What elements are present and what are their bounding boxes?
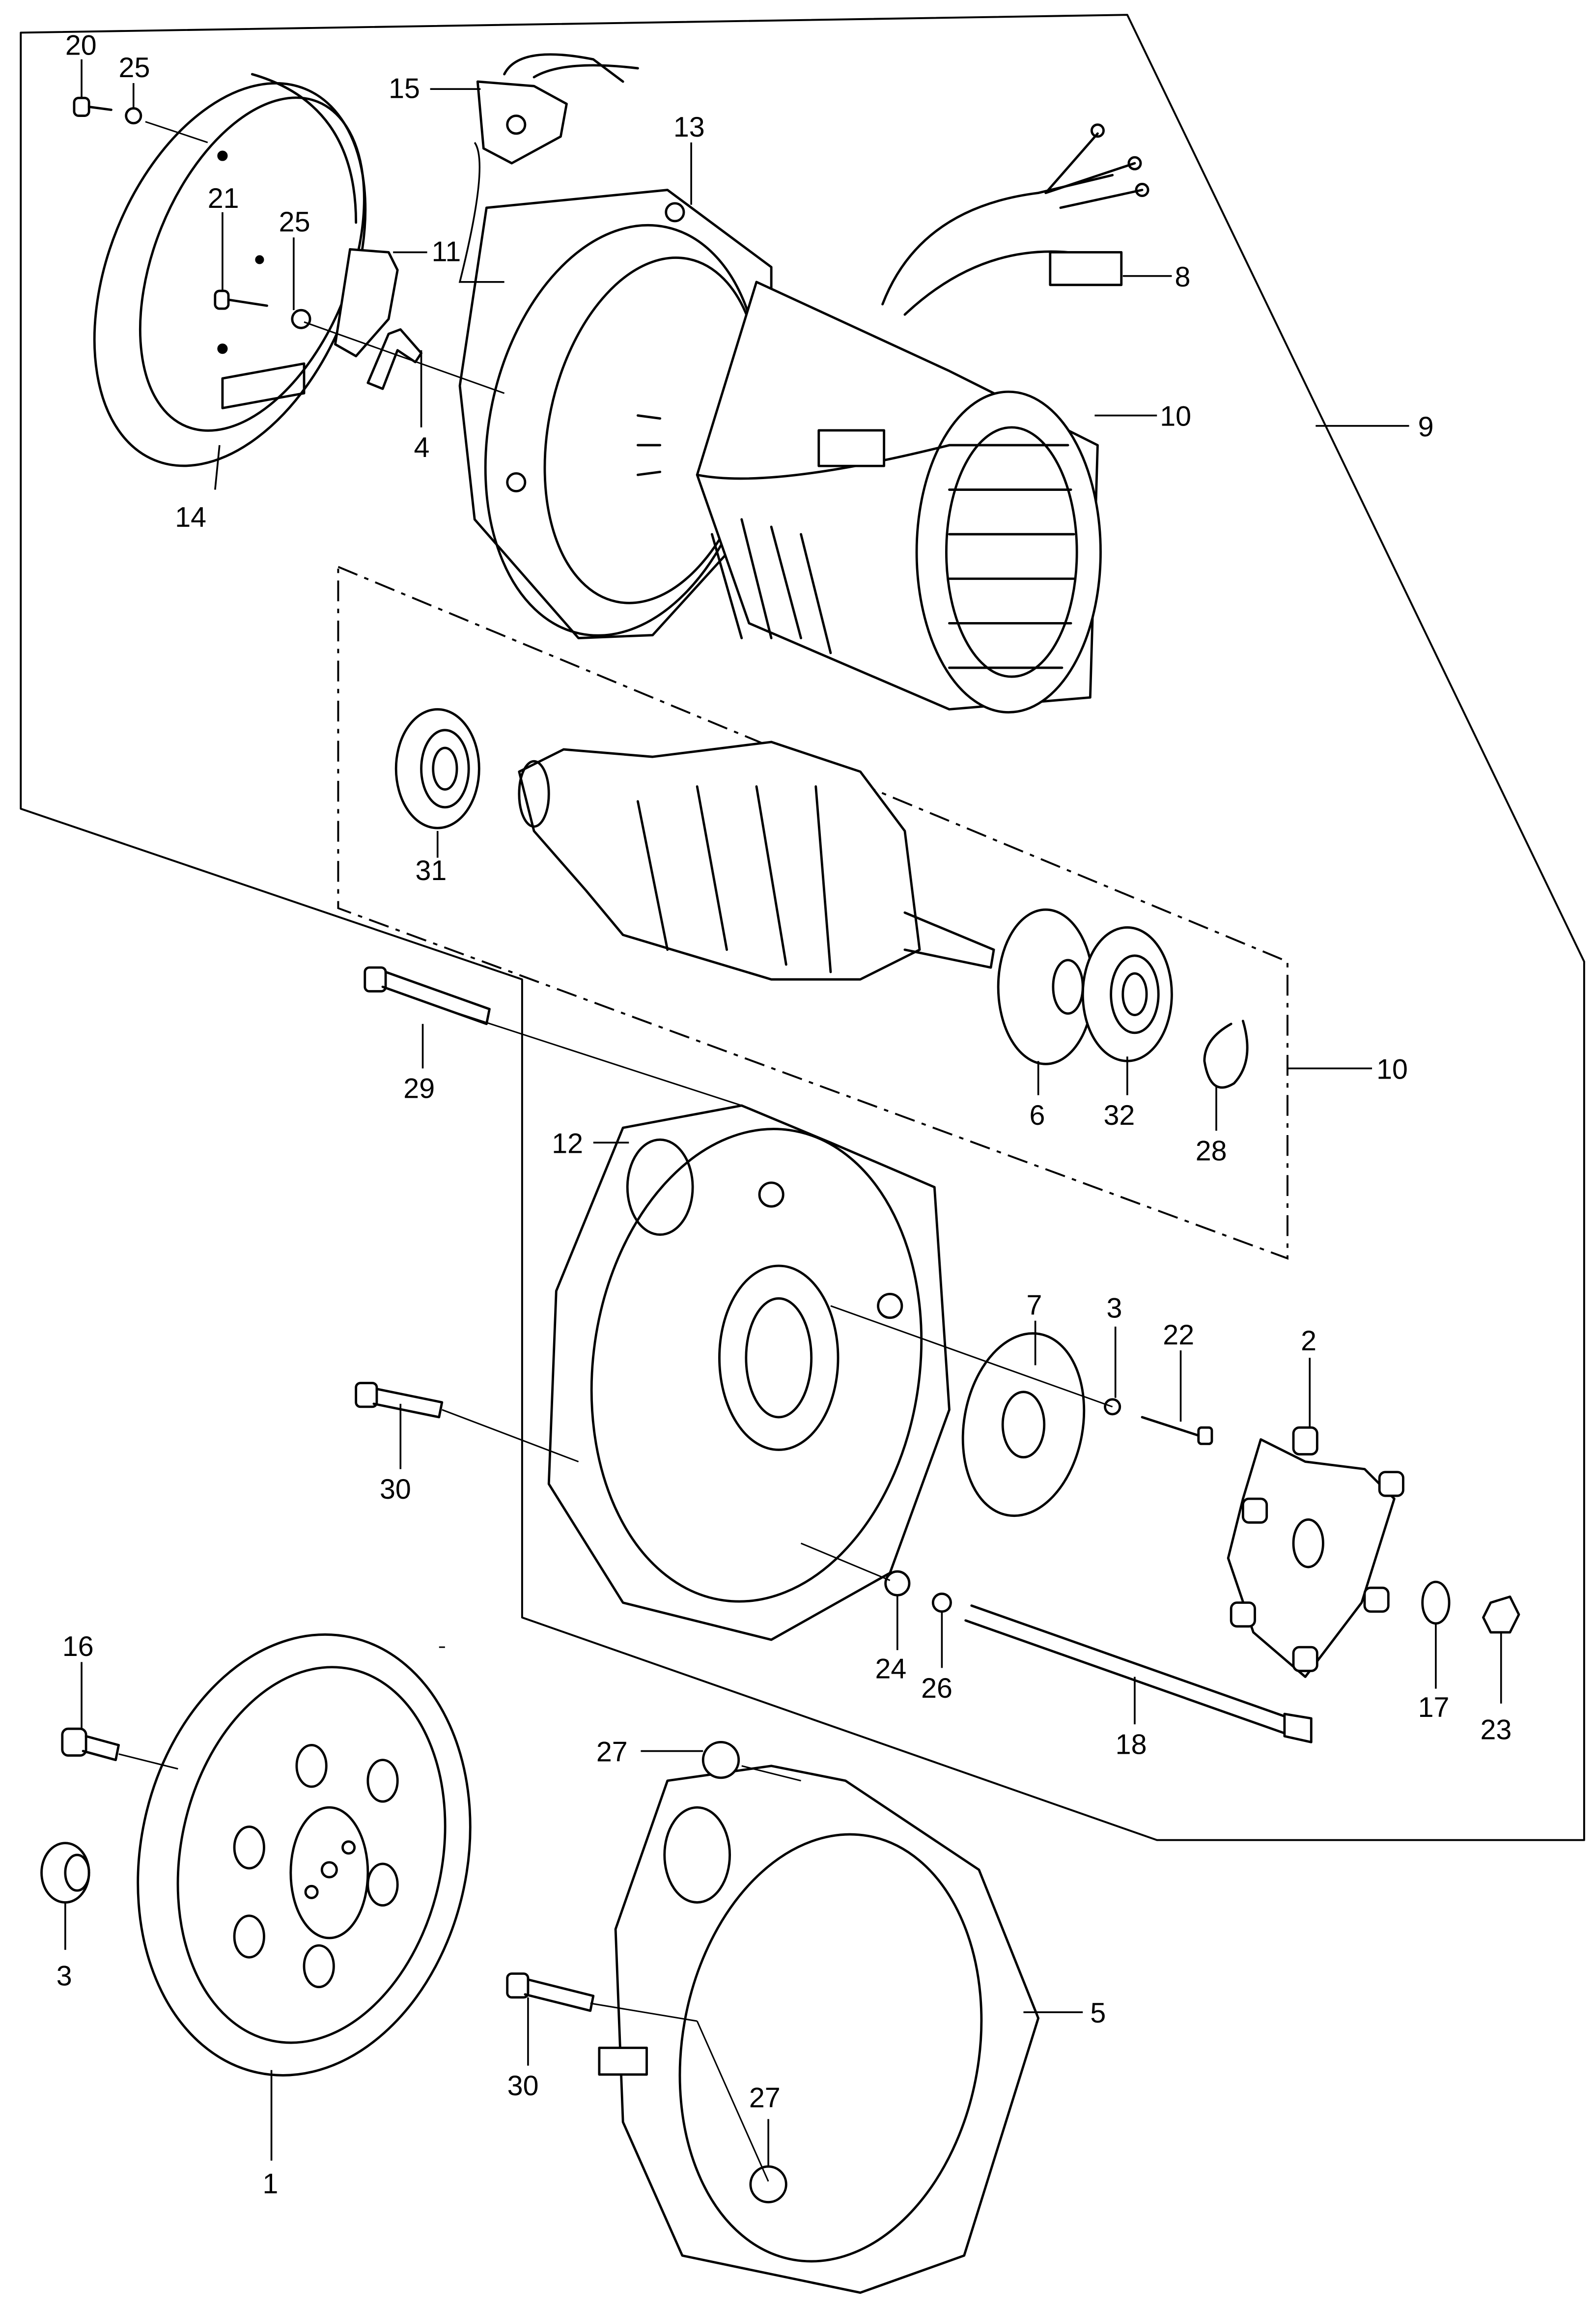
callout-label: 31 bbox=[415, 855, 447, 886]
callout-label: 23 bbox=[1480, 1714, 1512, 1745]
callout-label: 29 bbox=[403, 1073, 435, 1105]
fan-cover-4 bbox=[598, 1765, 1040, 2294]
callout-label: 28 bbox=[1196, 1136, 1227, 1167]
bolt-29 bbox=[364, 966, 491, 1026]
bolt-22 bbox=[1141, 1416, 1213, 1445]
callout-label: 1 bbox=[262, 2168, 278, 2199]
callout-label: 18 bbox=[1116, 1729, 1147, 1761]
callout-label: 12 bbox=[552, 1128, 583, 1159]
callout-label: 11 bbox=[432, 236, 461, 268]
callout-label: 6 bbox=[1030, 1100, 1045, 1131]
washer-25-mid bbox=[291, 309, 311, 329]
callout-label: 27 bbox=[749, 2082, 781, 2113]
washer-24 bbox=[884, 1570, 911, 1596]
washer-3-upper bbox=[1104, 1398, 1121, 1416]
through-bolt-19 bbox=[964, 1604, 1313, 1743]
callout-label: 30 bbox=[507, 2070, 539, 2102]
bearing-plate-6 bbox=[997, 908, 1094, 1065]
callout-label: 32 bbox=[1104, 1100, 1135, 1131]
lock-washer-26 bbox=[931, 1592, 952, 1613]
flywheel-bolt-17 bbox=[61, 1727, 120, 1762]
assembly-10-boundary bbox=[337, 565, 1288, 1260]
callout-label: 25 bbox=[279, 206, 310, 238]
brush-clip-5 bbox=[366, 328, 422, 390]
callout-label: 27 bbox=[596, 1737, 628, 1768]
flywheel-1 bbox=[137, 1633, 472, 2077]
callout-label: 21 bbox=[208, 183, 239, 214]
callout-label: 24 bbox=[875, 1653, 907, 1685]
callout-label: 26 bbox=[921, 1673, 952, 1704]
callout-label: 25 bbox=[119, 52, 150, 84]
callout-label: 2 bbox=[1301, 1325, 1316, 1357]
plate-7 bbox=[961, 1332, 1086, 1517]
callout-label: 10 bbox=[1160, 401, 1191, 432]
rectifier-16 bbox=[476, 53, 639, 165]
callout-label: 5 bbox=[1090, 1997, 1106, 2029]
bearing-32 bbox=[1081, 926, 1173, 1062]
callout-label: 14 bbox=[175, 502, 206, 533]
rotor bbox=[518, 741, 995, 981]
washer-18 bbox=[1421, 1580, 1451, 1625]
callout-leaders bbox=[64, 59, 1502, 2167]
callout-label: 9 bbox=[1418, 411, 1434, 443]
bearing-31 bbox=[394, 708, 480, 829]
callout-label: 7 bbox=[1027, 1290, 1042, 1321]
nut-23 bbox=[1482, 1596, 1520, 1634]
callout-label: 17 bbox=[1418, 1692, 1450, 1723]
callout-label: 8 bbox=[1175, 261, 1190, 293]
coupling-hub-2 bbox=[1227, 1426, 1404, 1678]
callout-label: 30 bbox=[380, 1474, 411, 1505]
callout-label: 20 bbox=[65, 30, 97, 61]
callout-label: 13 bbox=[673, 112, 705, 143]
assembly-guide-lines bbox=[118, 121, 1113, 2182]
callout-label: 10 bbox=[1376, 1054, 1408, 1085]
bolt-30-upper bbox=[355, 1382, 444, 1419]
stator-11 bbox=[696, 281, 1102, 713]
callout-label: 16 bbox=[62, 1631, 94, 1662]
circlip-28 bbox=[1203, 1020, 1249, 1089]
connector-8 bbox=[1049, 251, 1123, 286]
washer-25-top bbox=[125, 107, 142, 125]
assembly-9-boundary bbox=[20, 14, 1585, 1841]
dowel-pin-27-bottom bbox=[749, 2165, 787, 2203]
dowel-pin-27-top bbox=[701, 1740, 740, 1779]
callout-label: 22 bbox=[1163, 1319, 1194, 1351]
callout-label: 4 bbox=[414, 432, 429, 463]
collar-3 bbox=[40, 1842, 90, 1904]
screw-20 bbox=[73, 96, 112, 117]
screw-21 bbox=[214, 289, 268, 310]
brush-holder-12 bbox=[334, 248, 399, 358]
bolt-30-lower bbox=[506, 1972, 595, 2012]
front-cover-13 bbox=[547, 1104, 951, 1641]
callout-label: 15 bbox=[389, 73, 420, 104]
stator-leads bbox=[881, 123, 1149, 316]
callout-label: 3 bbox=[1107, 1293, 1122, 1324]
callout-label: 3 bbox=[56, 1961, 72, 1992]
